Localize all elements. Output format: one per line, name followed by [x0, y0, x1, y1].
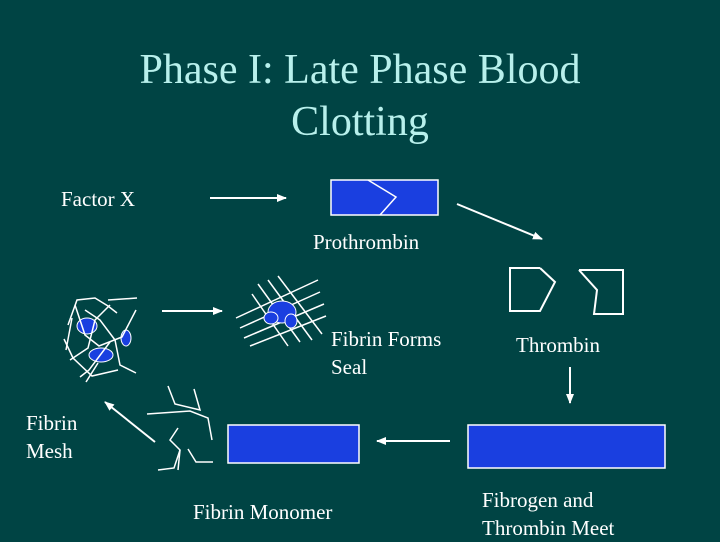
- title-line-1: Phase I: Late Phase Blood: [139, 47, 581, 93]
- thrombin-shape: [509, 267, 624, 315]
- fibrogen-thrombin-shape: [467, 424, 666, 469]
- prothrombin-label: Prothrombin: [313, 230, 420, 254]
- fibrin-mesh-shape: [63, 297, 138, 383]
- factor-x-label: Factor X: [61, 187, 136, 211]
- thrombin-label: Thrombin: [516, 333, 600, 357]
- fibrin-forms-seal-label: Fibrin Forms Seal: [331, 325, 441, 381]
- prothrombin-shape: [330, 179, 439, 216]
- fibrin-mesh-line-1: Fibrin: [26, 411, 78, 435]
- fibrogen-thrombin-label: Fibrogen and Thrombin Meet: [482, 486, 614, 542]
- fibrogen-thrombin-line-2: Thrombin Meet: [482, 516, 615, 540]
- fibrogen-thrombin-line-1: Fibrogen and: [482, 488, 594, 512]
- fibrin-monomer-shape: [227, 424, 360, 464]
- fibrin-forms-seal-line-1: Fibrin Forms: [331, 327, 442, 351]
- slide-title: Phase I: Late Phase Blood Clotting: [0, 44, 720, 148]
- fibrin-seal-shape: [235, 275, 327, 347]
- arrow-to-fibrin-mesh: [104, 401, 156, 443]
- fibrin-forms-seal-line-2: Seal: [331, 355, 368, 379]
- title-line-2: Clotting: [291, 99, 429, 145]
- fibrin-mesh-label: Fibrin Mesh: [26, 409, 77, 465]
- fibrin-mesh-line-2: Mesh: [26, 439, 73, 463]
- fibrin-monomer-strands: [146, 385, 213, 471]
- arrow-prothrombin-to-thrombin: [456, 203, 543, 240]
- fibrin-monomer-label: Fibrin Monomer: [193, 500, 333, 524]
